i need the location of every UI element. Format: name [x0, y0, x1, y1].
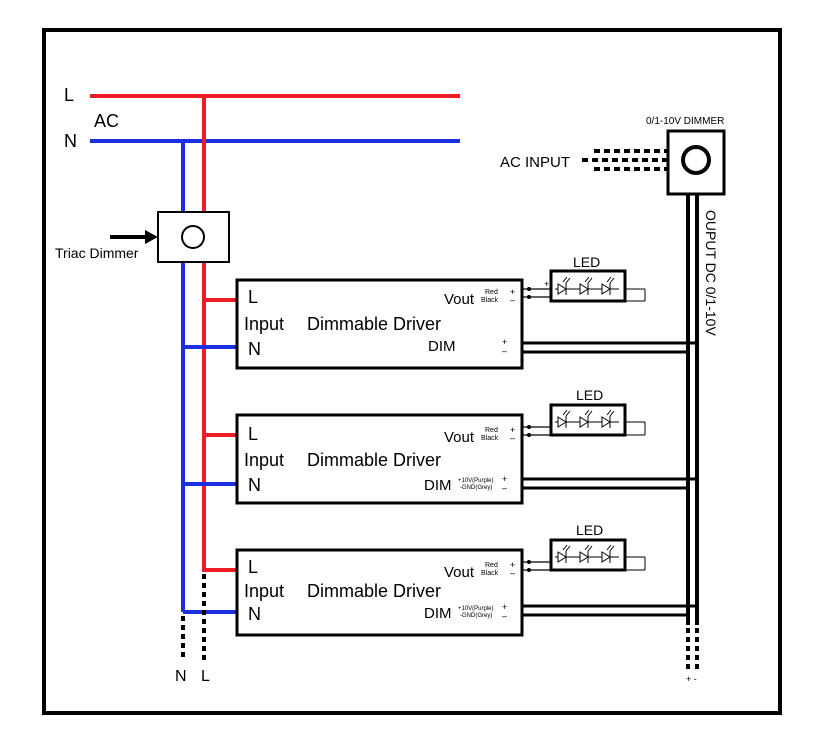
dim-minus-label: –	[502, 346, 507, 356]
driver-vout-label: Vout	[444, 564, 475, 581]
vout-red-label: Red	[485, 289, 498, 296]
vout-minus-label: –	[510, 295, 515, 305]
driver-input-label: Input	[244, 314, 284, 334]
driver-l-label: L	[248, 557, 258, 577]
led-diode-icons	[555, 409, 619, 428]
driver-input-label: Input	[244, 450, 284, 470]
driver-title: Dimmable Driver	[307, 581, 441, 601]
led-diode-icons	[555, 276, 619, 295]
led-diode-icons	[555, 544, 619, 563]
led-label: LED	[573, 254, 600, 270]
driver-n-label: N	[248, 475, 261, 495]
led-module-2: LED	[522, 387, 646, 437]
dimmer010-knob-icon	[681, 145, 711, 175]
driver-dim-label: DIM	[428, 338, 456, 355]
dim-plus-label: +	[502, 602, 507, 612]
bottom-l-label: L	[201, 668, 210, 685]
driver-box	[235, 278, 524, 370]
driver-box	[235, 548, 524, 637]
driver-title: Dimmable Driver	[307, 314, 441, 334]
vout-minus-label: –	[510, 568, 515, 578]
mains-ac-label: AC	[94, 111, 119, 131]
dim-minus-note: -GND(Grey)	[460, 613, 492, 619]
vout-black-label: Black	[481, 297, 499, 304]
driver-l-label: L	[248, 424, 258, 444]
vout-plus-label: +	[510, 560, 515, 570]
diagram-frame	[42, 28, 782, 715]
dc-bus-plus-minus-label: + -	[686, 674, 697, 684]
vout-black-label: Black	[481, 570, 499, 577]
driver-2: L Input Dimmable Driver N Vout Red Black…	[235, 413, 524, 505]
vout-plus-label: +	[510, 287, 515, 297]
dim-minus-label: –	[502, 611, 507, 621]
led-module-1: LED +	[522, 254, 646, 303]
ac-input-label: AC INPUT	[500, 154, 570, 171]
led-label: LED	[576, 387, 603, 403]
dim-plus-label: +	[502, 337, 507, 347]
driver-vout-label: Vout	[444, 429, 475, 446]
triac-dimmer-label: Triac Dimmer	[55, 245, 139, 261]
dimmer010-title: 0/1-10V DIMMER	[646, 116, 724, 127]
vout-minus-label: –	[510, 433, 515, 443]
led-plus-label: +	[544, 279, 549, 289]
led-label: LED	[576, 522, 603, 538]
triac-knob-icon	[181, 225, 205, 249]
vout-red-label: Red	[485, 427, 498, 434]
vout-red-label: Red	[485, 562, 498, 569]
driver-title: Dimmable Driver	[307, 450, 441, 470]
dim-wires	[522, 341, 697, 617]
driver-vout-label: Vout	[444, 291, 475, 308]
driver-1: L Input Dimmable Driver N Vout Red Black…	[235, 278, 524, 370]
vout-black-label: Black	[481, 435, 499, 442]
dim-plus-note: +10V(Purple)	[458, 606, 494, 612]
dim-plus-label: +	[502, 474, 507, 484]
dimmer010-box	[666, 129, 726, 196]
mains-l-label: L	[64, 85, 74, 105]
led-module-3: LED	[522, 522, 646, 572]
triac-dimmer-box	[157, 211, 230, 263]
dim-minus-note: -GND(Grey)	[460, 485, 492, 491]
driver-l-label: L	[248, 287, 258, 307]
driver-dim-label: DIM	[424, 477, 452, 494]
dimmer010-output-label: OUPUT DC 0/1-10V	[703, 210, 719, 336]
mains-n-label: N	[64, 131, 77, 151]
driver-dim-label: DIM	[424, 605, 452, 622]
driver-box	[235, 413, 524, 505]
dim-plus-note: +10V(Purple)	[458, 478, 494, 484]
driver-n-label: N	[248, 604, 261, 624]
dim-minus-label: –	[502, 483, 507, 493]
driver-input-label: Input	[244, 581, 284, 601]
driver-3: L Input Dimmable Driver N Vout Red Black…	[235, 548, 524, 637]
arrow-right-icon	[145, 230, 158, 244]
bottom-n-label: N	[175, 668, 187, 685]
driver-n-label: N	[248, 339, 261, 359]
vout-plus-label: +	[510, 425, 515, 435]
